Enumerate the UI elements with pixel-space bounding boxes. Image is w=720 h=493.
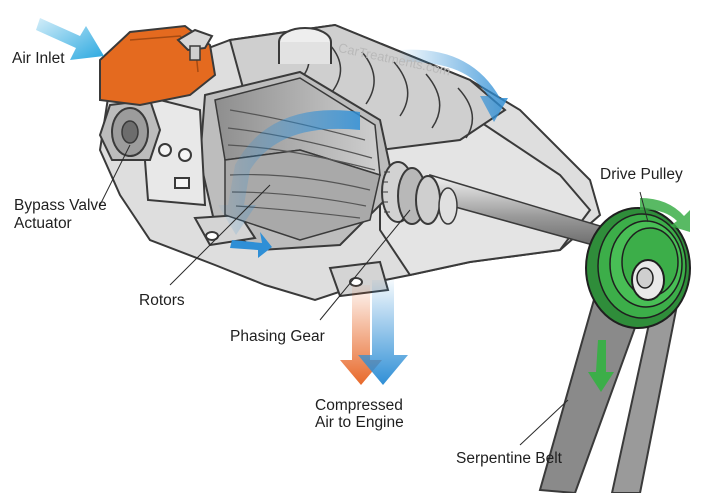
leader-lines — [99, 144, 649, 446]
phasing-gear — [381, 161, 458, 225]
bypass-valve-actuator-label-line1: Bypass Valve — [14, 197, 107, 214]
drive-pulley-shape — [585, 207, 691, 329]
phasing-gear-label: Phasing Gear — [230, 328, 325, 345]
compressed-air-label-line2: Air to Engine — [315, 414, 404, 431]
cover-ribs — [299, 39, 474, 139]
top-flow-arrow — [400, 49, 508, 122]
internal-flow-arrow — [218, 110, 360, 258]
bypass-valve — [98, 98, 162, 161]
serpentine-belt-label: Serpentine Belt — [456, 450, 562, 467]
drive-pulley-label: Drive Pulley — [600, 166, 683, 183]
compressed-air-arrows — [340, 280, 408, 385]
rotors-label: Rotors — [139, 292, 185, 309]
inlet-cap — [99, 24, 217, 107]
air-inlet-arrow — [36, 18, 104, 60]
wing-nut — [176, 28, 214, 52]
belt-direction-arrow — [588, 340, 614, 392]
bypass-valve-actuator-label-line2: Actuator — [14, 215, 72, 232]
pulley-rotation-arrow — [640, 198, 690, 232]
compressed-air-label-line1: Compressed — [315, 397, 403, 414]
air-inlet-label: Air Inlet — [12, 50, 65, 67]
